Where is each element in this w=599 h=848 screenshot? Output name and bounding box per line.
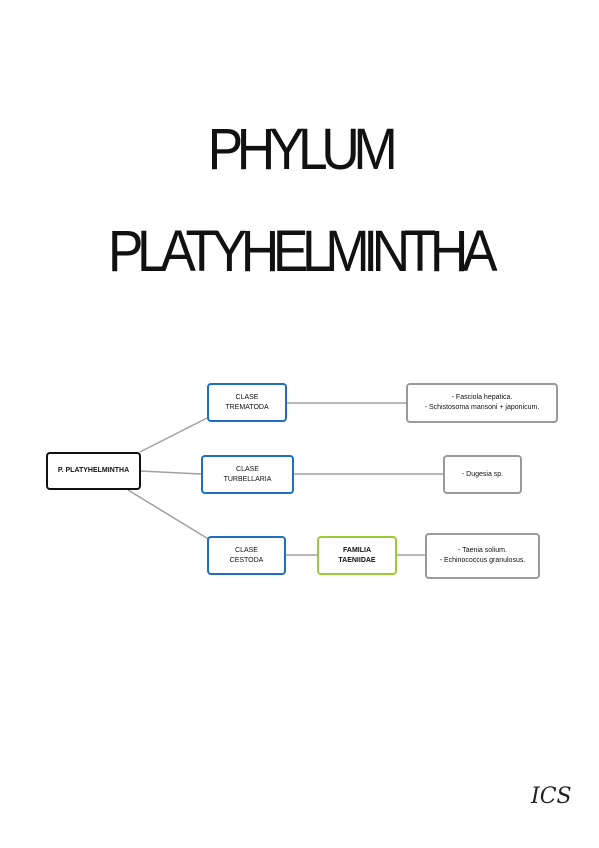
family-node-name: TAENIIDAE	[338, 556, 376, 564]
class-node-label: CLASE	[236, 465, 259, 473]
class-node-trematoda: CLASE TREMATODA	[207, 383, 287, 422]
family-node-label: FAMILIA	[343, 546, 371, 554]
connector-root-cestoda	[127, 489, 211, 541]
class-node-cestoda: CLASE CESTODA	[207, 536, 286, 575]
signature: ICS	[531, 784, 572, 809]
connector-root-turbellaria	[139, 470, 202, 475]
species-node-cestoda: - Taenia solium. - Echinococcus granulos…	[425, 533, 540, 579]
class-node-turbellaria: CLASE TURBELLARIA	[201, 455, 294, 494]
class-node-label: CLASE	[235, 546, 258, 554]
species-item: - Schistosoma mansoni + japonicum.	[424, 404, 540, 411]
species-node-turbellaria: - Dugesia sp.	[443, 455, 522, 494]
class-node-label: CLASE	[235, 393, 259, 401]
family-node-taeniidae: FAMILIA TAENIIDAE	[317, 536, 397, 575]
connector-root-trematoda	[139, 417, 208, 453]
species-item: - Fasciola hepatica.	[451, 394, 513, 401]
title-line-2: PLATYHELMINTHA	[107, 219, 498, 284]
class-node-name: CESTODA	[229, 556, 264, 564]
species-item: - Taenia solium.	[458, 547, 507, 554]
title-line-1: PHYLUM	[207, 117, 398, 182]
species-item: - Dugesia sp.	[461, 470, 504, 478]
class-node-name: TURBELLARIA	[223, 475, 272, 483]
species-item: - Echinococcus granulosus.	[439, 557, 526, 564]
root-node-label: P. PLATYHELMINTHA	[57, 467, 130, 474]
class-node-name: TREMATODA	[225, 403, 269, 411]
species-node-trematoda: - Fasciola hepatica. - Schistosoma manso…	[406, 383, 558, 423]
root-node: P. PLATYHELMINTHA	[46, 452, 141, 490]
